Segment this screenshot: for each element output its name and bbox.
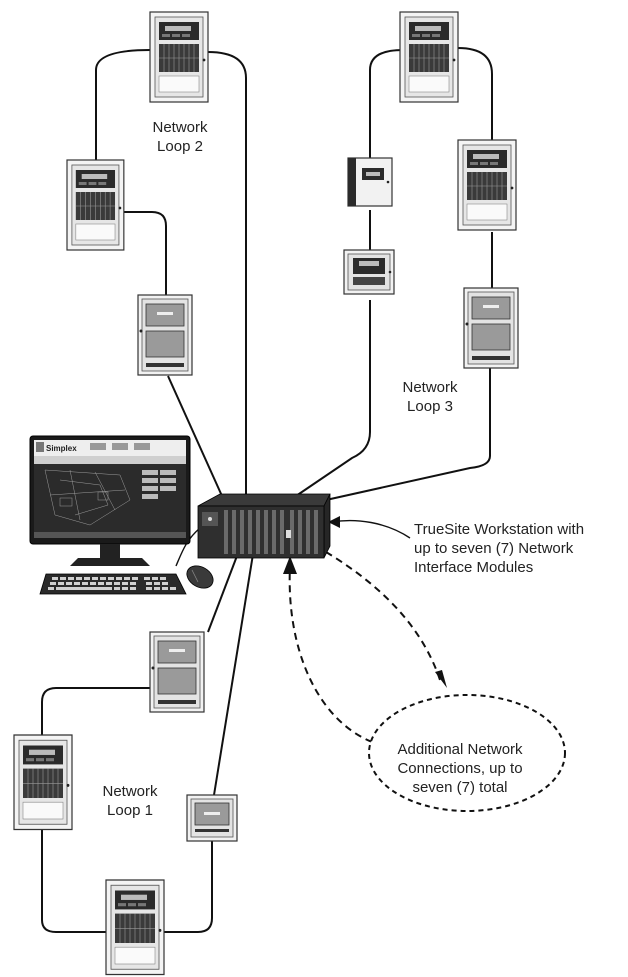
loop3-cabinet-icon xyxy=(463,287,519,369)
loop2-link-mid xyxy=(124,211,167,295)
network-loop-2-label: Network Loop 2 xyxy=(152,119,208,155)
loop1-left-panel-icon xyxy=(13,734,73,831)
dashed-arrow-right xyxy=(325,551,441,681)
additional-connections-label: Additional Network Connections, up to se… xyxy=(397,741,523,796)
loop2-left-panel-icon xyxy=(66,159,125,251)
loop3-netbox-icon xyxy=(347,157,393,207)
workstation-pointer-arrowhead xyxy=(328,516,340,528)
screen-brand: Simplex xyxy=(46,444,77,453)
workstation-pointer-arrow xyxy=(331,519,411,539)
loop3-small-node-icon xyxy=(343,249,395,295)
arrowhead-up xyxy=(283,556,297,574)
loop3-link-right-down xyxy=(325,368,491,501)
loop3-link-top-right xyxy=(457,47,493,140)
computer-cable xyxy=(175,527,201,567)
loop1-small-cabinet-icon xyxy=(186,794,238,842)
loop1-link-right-down xyxy=(163,838,213,933)
loop3-link-left-down xyxy=(295,300,371,497)
network-loop-1-label: Network Loop 1 xyxy=(102,783,158,819)
keyboard-icon xyxy=(39,573,187,595)
loop3-link-top-left xyxy=(369,49,404,158)
loop1-link-to-node xyxy=(213,547,255,796)
additional-connections-ellipse xyxy=(368,694,566,812)
loop2-link-bottom xyxy=(167,375,223,497)
workstation-label: TrueSite Workstation with up to seven (7… xyxy=(414,521,585,576)
loop1-link-to-cabinet xyxy=(207,547,241,633)
loop2-cabinet-icon xyxy=(137,294,193,376)
loop3-right-panel-icon xyxy=(457,139,517,231)
loop1-cabinet-icon xyxy=(149,631,205,713)
loop1-bottom-panel-icon xyxy=(105,879,165,976)
loop2-top-panel-icon xyxy=(149,11,209,103)
loop1-link-left xyxy=(41,687,152,735)
monitor-icon: Simplex xyxy=(29,435,191,566)
loop1-link-left-down xyxy=(41,830,106,933)
workstation-tower-icon xyxy=(197,493,331,559)
loop2-link-top-left xyxy=(95,49,151,160)
mouse-icon xyxy=(186,565,214,589)
loop2-link-top-right xyxy=(207,51,247,496)
network-loop-3-label: Network Loop 3 xyxy=(402,379,458,415)
dashed-arrow-left xyxy=(288,565,373,743)
loop3-top-panel-icon xyxy=(399,11,459,103)
arrowhead-right xyxy=(435,670,447,688)
additional-connections-arrows xyxy=(283,551,566,812)
connection-lines xyxy=(41,47,493,933)
